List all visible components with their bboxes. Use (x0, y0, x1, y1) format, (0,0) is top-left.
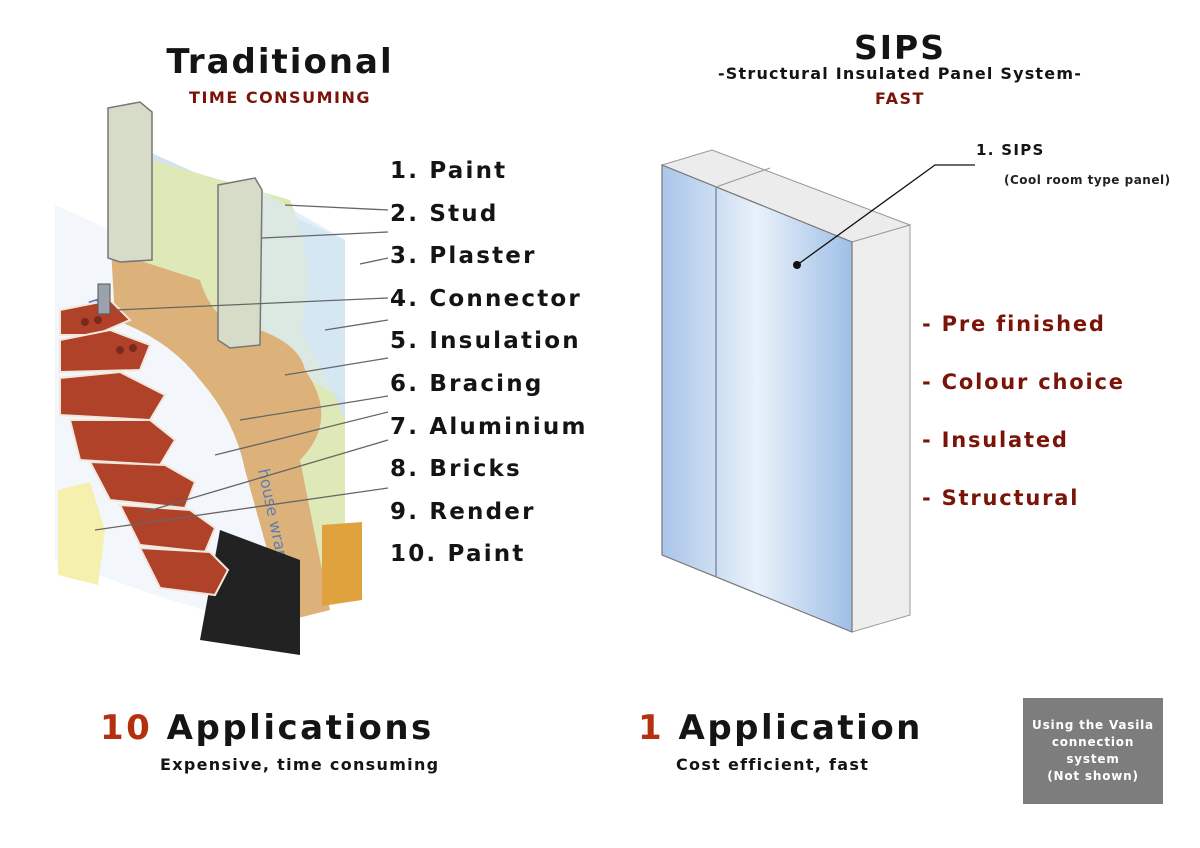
feature-list: - Pre finished - Colour choice - Insulat… (922, 300, 1125, 532)
sips-callout-label: 1. SIPS (976, 141, 1045, 159)
sips-subtitle: -Structural Insulated Panel System- (717, 64, 1083, 83)
layer-item: 5. Insulation (390, 328, 581, 355)
layer-item: 6. Bracing (390, 370, 544, 397)
brick-holes (81, 316, 137, 354)
sips-panel-face (661, 164, 853, 633)
traditional-summary-number: 10 (100, 708, 153, 748)
sips-panel (660, 149, 975, 633)
sips-summary: 1 Application (638, 708, 923, 748)
note-line-3: system (1066, 752, 1120, 766)
layer-item: 9. Render (390, 498, 536, 525)
feature-item: - Insulated (922, 428, 1069, 452)
layer-item: 8. Bricks (390, 456, 522, 483)
note-line-4: (Not shown) (1047, 769, 1139, 783)
traditional-summary-note: Expensive, time consuming (160, 755, 440, 774)
house-wrap-layer (55, 205, 300, 640)
feature-item: - Colour choice (922, 370, 1125, 394)
aluminium-frame (322, 522, 362, 606)
layer-item: 7. Aluminium (390, 413, 588, 440)
feature-item: - Pre finished (922, 312, 1106, 336)
layer-item: 4. Connector (390, 285, 582, 312)
layer-list: 1. Paint 2. Stud 3. Plaster 4. Connector… (390, 150, 588, 576)
sips-summary-note: Cost efficient, fast (676, 755, 870, 774)
note-line-2: connection (1051, 735, 1135, 749)
sips-top-joint (715, 167, 771, 188)
layer-item: 3. Plaster (390, 243, 537, 270)
sips-panel-side (851, 224, 911, 633)
sips-summary-number: 1 (638, 708, 665, 748)
traditional-summary-label: Applications (166, 708, 434, 748)
traditional-subtitle: TIME CONSUMING (189, 88, 371, 107)
layer-leader-lines (94, 204, 389, 531)
traditional-summary: 10 Applications (100, 708, 434, 748)
layer-item: 1. Paint (390, 158, 508, 184)
cavity (200, 530, 300, 655)
layer-item: 2. Stud (390, 200, 499, 227)
sips-title: SIPS (854, 28, 946, 67)
layer-item: 10. Paint (390, 541, 526, 568)
note-line-1: Using the Vasila (1032, 718, 1154, 732)
connection-note-box: Using the Vasila connection system (Not … (1023, 698, 1163, 804)
sips-summary-label: Application (678, 708, 923, 748)
sips-callout-line (796, 164, 975, 266)
feature-item: - Structural (922, 486, 1080, 510)
traditional-title: Traditional (166, 42, 394, 82)
sips-speed: FAST (875, 89, 925, 108)
render-layer (58, 482, 105, 585)
connector (97, 283, 111, 315)
sips-callout-note: (Cool room type panel) (1004, 173, 1171, 187)
